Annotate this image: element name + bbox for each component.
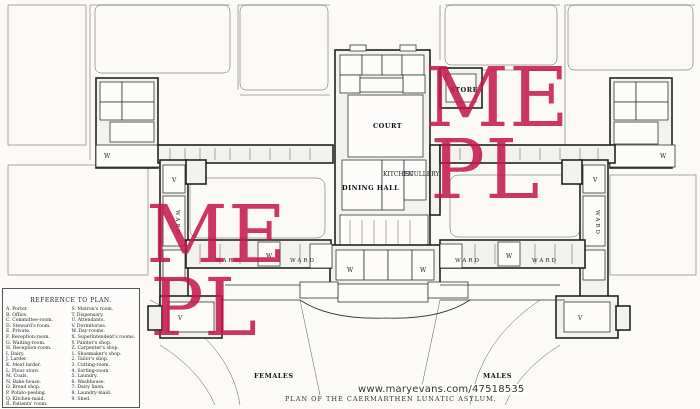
label-w-right: W <box>660 153 667 160</box>
legend-entry: R. Patients' room. <box>6 402 48 408</box>
legend-title: REFERENCE TO PLAN. <box>30 297 112 304</box>
legend-entry: Y. Painter's shop. <box>71 340 112 346</box>
watermark-top-line2: PL <box>430 123 540 218</box>
label-v-right: V <box>592 177 598 184</box>
right-side-wing <box>439 159 631 339</box>
legend-entry: B. Office. <box>6 312 28 318</box>
legend-entry: X. Superintendent's rooms. <box>71 334 136 340</box>
left-upper-wing <box>95 77 334 169</box>
legend-entry: N. Bake-house. <box>6 379 42 385</box>
left-side-wing <box>147 159 333 339</box>
legend-entry: 7. Dairy linen. <box>71 385 105 391</box>
legend-column-1: A. Porter.B. Office.C. Committee-room.D.… <box>6 307 72 408</box>
label-w-left: W <box>104 153 111 160</box>
label-ward-right-2: WARD <box>532 258 558 264</box>
legend-entry: A. Porter. <box>6 307 28 312</box>
legend-entry: O. Bread shop. <box>6 385 41 391</box>
watermark-bottom-line1: ME <box>146 188 287 281</box>
label-court: COURT <box>373 122 402 130</box>
legend-entry: 5. Laundry. <box>71 374 98 380</box>
label-v-right-lower: V <box>577 315 583 322</box>
label-ward-left-1: WARD <box>215 258 241 264</box>
legend-entry: Q. Kitchen-maid. <box>6 396 45 402</box>
legend-entry: I. Dairy. <box>6 351 25 357</box>
legend-column-2: S. Matron's room.T. Dispensary.U. Attend… <box>72 307 138 408</box>
right-upper-wing <box>439 77 676 169</box>
legend-entry: V. Dormitories. <box>71 323 107 329</box>
label-dining-hall: DINING HALL <box>342 184 399 192</box>
legend-entry: L. Flour store. <box>6 368 40 374</box>
legend-entry: D. Steward's room. <box>6 323 51 329</box>
label-ward-left-2: WARD <box>290 258 316 264</box>
label-males: MALES <box>483 372 512 380</box>
watermark-top-line1: ME <box>425 51 569 146</box>
store-block <box>429 67 483 216</box>
legend-entry: E. Private. <box>6 329 31 335</box>
legend-entry: K. Meat larder. <box>6 362 42 368</box>
label-ward-right-1: WARD <box>455 258 481 264</box>
label-v-left: V <box>171 177 177 184</box>
legend-entry: S. Matron's room. <box>71 307 114 312</box>
legend-entry: M. Coals. <box>6 374 28 380</box>
central-block <box>299 44 469 303</box>
legend-entry: G. Waiting-room. <box>6 340 46 346</box>
label-w-front: W <box>347 267 354 274</box>
legend-entry: 4. Sorting-room. <box>71 368 110 374</box>
legend-entry: 3. Cutting-room. <box>71 362 110 368</box>
plan-labels: COURT STORE DINING HALL KITCHEN SCULLERY… <box>104 86 667 380</box>
legend-entry: 9. Shed. <box>71 396 91 402</box>
legend-entry: Z. Carpenter's shop. <box>71 346 119 352</box>
label-ward-right-vertical: WARD <box>594 210 600 236</box>
legend-entry: 6. Washhouse. <box>71 379 105 385</box>
legend-entry: U. Attendants. <box>71 318 105 324</box>
legend-entry: T. Dispensary. <box>71 312 104 318</box>
label-w-right-ward: W <box>506 253 513 260</box>
legend-entry: W. Day-rooms. <box>71 329 105 335</box>
plan-caption: PLAN OF THE CAERMARTHEN LUNATIC ASYLUM. <box>285 395 497 403</box>
legend-entry: C. Committee-room. <box>6 318 53 324</box>
legend-entry: 2. Tailor's shop. <box>71 357 109 363</box>
watermark-bottom-line2: PL <box>150 261 257 354</box>
label-w-left-ward: W <box>266 253 273 260</box>
legend-entry: P. Potato-peeling. <box>6 390 47 396</box>
label-store: STORE <box>450 86 478 94</box>
legend-entry: 1. Shoemaker's shop. <box>71 351 122 357</box>
label-w-front-right: W <box>420 267 427 274</box>
label-kitchen: KITCHEN <box>383 171 413 178</box>
label-scullery: SCULLERY <box>405 171 440 178</box>
front-terrace <box>220 284 565 319</box>
legend-panel: REFERENCE TO PLAN. A. Porter.B. Office.C… <box>2 288 140 408</box>
image-credit: www.maryevans.com/47518535 <box>356 384 527 395</box>
label-ward-left-vertical: WARD <box>174 210 180 236</box>
legend-entry: F. Reception-room. <box>6 334 50 340</box>
label-v-left-lower: V <box>177 315 183 322</box>
label-females: FEMALES <box>254 372 294 380</box>
legend-entry: 8. Laundry-maid. <box>71 390 112 396</box>
legend-entry: H. Reception-room. <box>6 346 52 352</box>
legend-entry: J. Larder. <box>6 357 28 363</box>
